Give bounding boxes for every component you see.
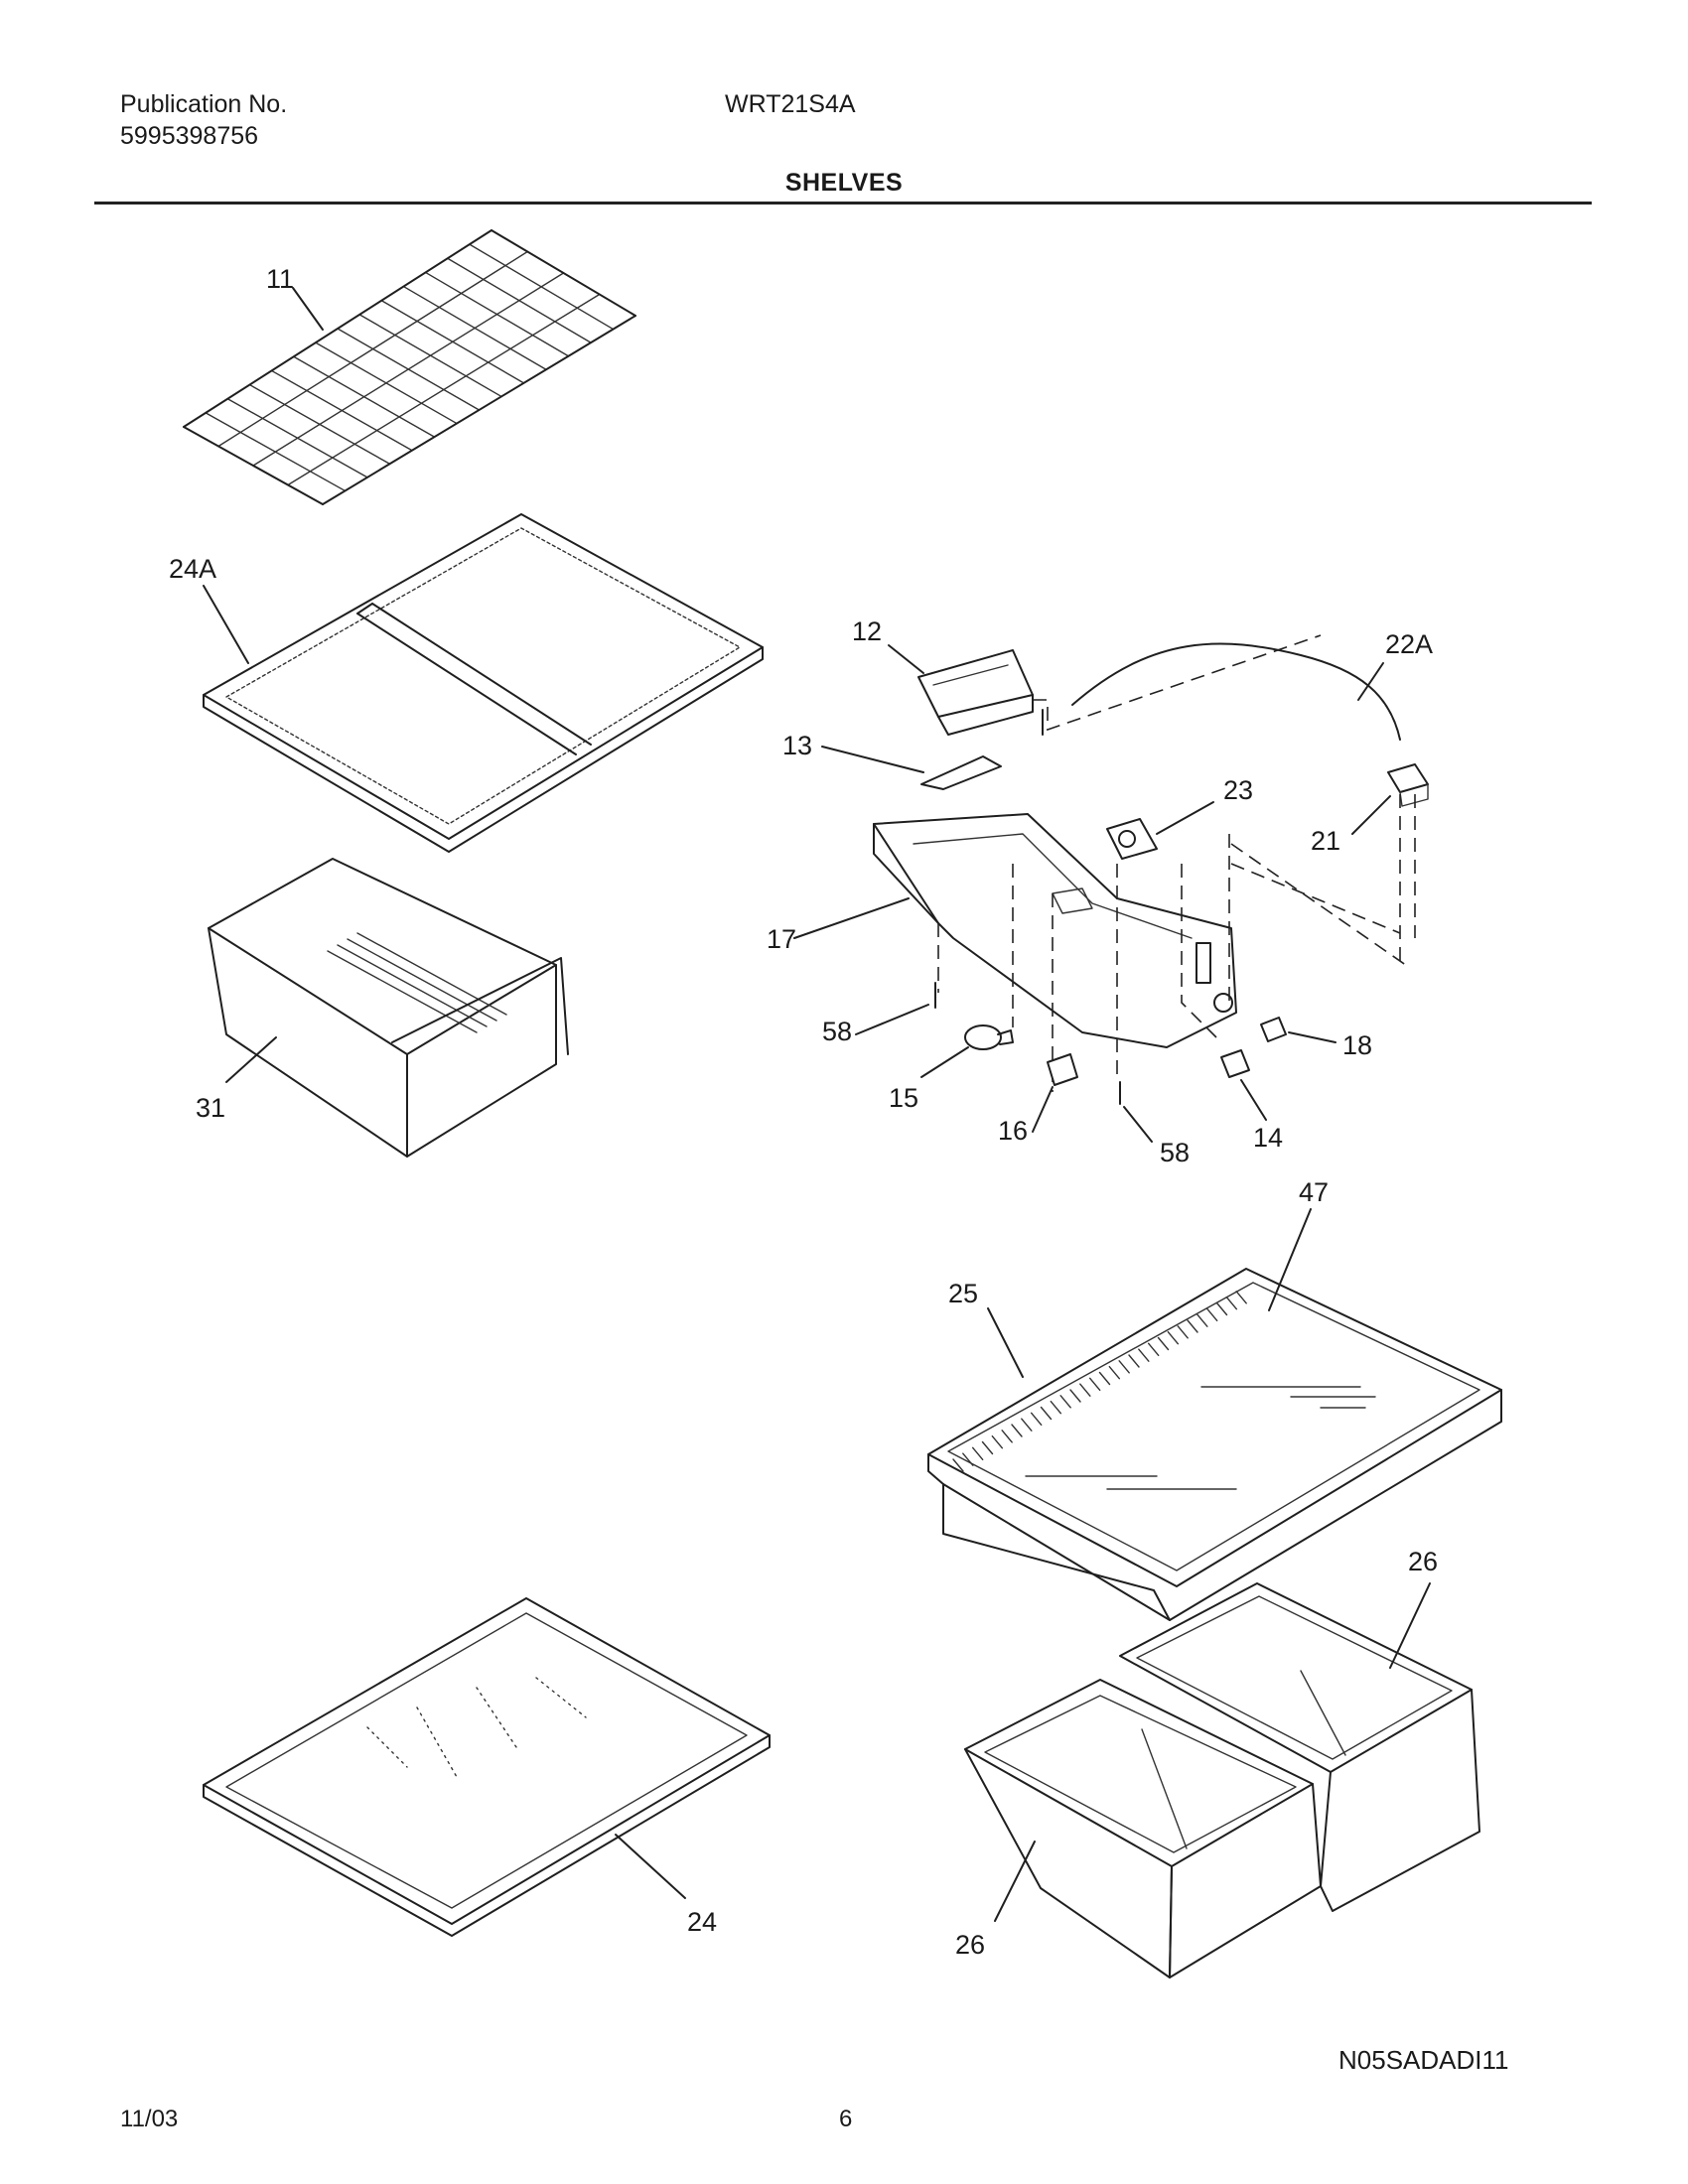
leader-26-upper	[1389, 1582, 1431, 1669]
leader-16	[1032, 1086, 1054, 1133]
callout-17: 17	[767, 924, 796, 954]
leader-24	[615, 1834, 686, 1899]
model-number: WRT21S4A	[725, 90, 856, 118]
crisper-cover	[927, 1268, 1502, 1621]
switch-connector	[1387, 763, 1429, 807]
leader-18	[1288, 1031, 1336, 1043]
light-housing	[917, 649, 1034, 736]
leader-15	[920, 1046, 969, 1078]
bulb	[964, 1024, 1014, 1050]
leader-13	[821, 746, 924, 773]
light-lens	[920, 755, 1002, 790]
crisper-drawer-rear	[1119, 1582, 1480, 1912]
publication-number: 5995398756	[120, 122, 259, 150]
leader-22A	[1357, 662, 1384, 701]
page-number: 6	[839, 2106, 853, 2132]
leader-14	[1240, 1079, 1267, 1121]
callout-26-lower: 26	[955, 1930, 985, 1960]
glass-shelf	[203, 1597, 771, 1937]
thermostat-control	[1106, 818, 1158, 860]
callout-58-upper: 58	[822, 1017, 852, 1046]
leader-21	[1351, 795, 1391, 835]
publication-label: Publication No.	[120, 90, 288, 118]
callout-26-upper: 26	[1408, 1547, 1438, 1576]
leader-58-lower	[1123, 1106, 1153, 1143]
switch-clip	[1260, 1017, 1287, 1042]
callout-11: 11	[266, 264, 294, 294]
crisper-drawer-front	[964, 1679, 1322, 1979]
header-rule	[94, 202, 1592, 205]
callout-24A: 24A	[169, 554, 216, 584]
leader-12	[888, 644, 924, 674]
dashed-guides	[937, 634, 1416, 1092]
leader-17	[793, 897, 910, 939]
callout-13: 13	[782, 731, 812, 760]
light-switch	[1220, 1049, 1250, 1078]
callout-58-lower: 58	[1160, 1138, 1190, 1167]
callout-25: 25	[948, 1279, 978, 1308]
leader-24A	[203, 585, 249, 664]
control-housing	[873, 813, 1237, 1048]
callout-21: 21	[1311, 826, 1340, 856]
callout-14: 14	[1253, 1123, 1283, 1153]
callout-15: 15	[889, 1083, 918, 1113]
section-title: SHELVES	[784, 169, 904, 197]
publication-date: 11/03	[120, 2106, 179, 2132]
wire-shelf	[183, 229, 636, 505]
callout-22A: 22A	[1385, 629, 1433, 659]
leader-47	[1268, 1208, 1312, 1311]
callout-23: 23	[1223, 775, 1253, 805]
leader-26-lower	[994, 1841, 1036, 1922]
diagram-code: N05SADADI11	[1338, 2045, 1509, 2075]
callout-12: 12	[852, 616, 882, 646]
callout-31: 31	[196, 1093, 225, 1123]
leader-11	[292, 287, 324, 331]
callout-24: 24	[687, 1907, 717, 1937]
leader-25	[987, 1307, 1024, 1378]
glass-shelf-split	[203, 513, 764, 853]
callout-18: 18	[1342, 1030, 1372, 1060]
wire-harness	[1042, 642, 1401, 741]
callout-47: 47	[1299, 1177, 1329, 1207]
callout-16: 16	[998, 1116, 1028, 1146]
leader-58-upper	[855, 1004, 929, 1035]
light-socket	[1047, 1053, 1078, 1086]
leader-31	[225, 1036, 277, 1083]
leader-23	[1156, 801, 1214, 835]
crisper-drawer-small	[208, 858, 569, 1158]
